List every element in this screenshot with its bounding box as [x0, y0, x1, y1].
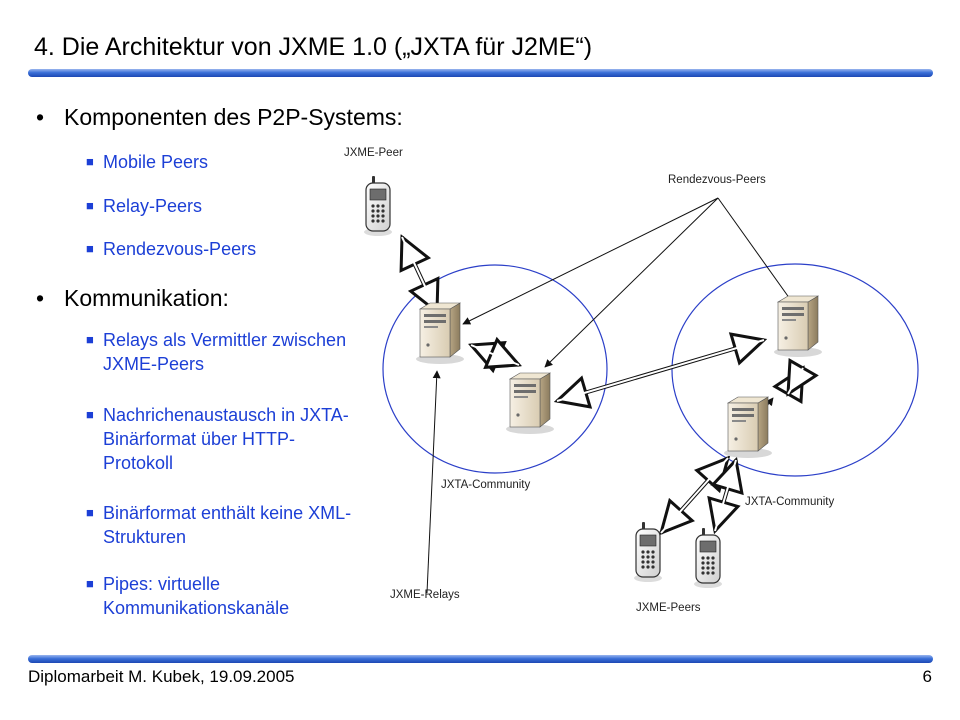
label-jxme-peer: JXME-Peer: [344, 147, 403, 159]
bullet-dot-icon: •: [36, 104, 45, 130]
label-community-left: JXTA-Community: [441, 479, 530, 491]
square-bullet-icon: ■: [86, 198, 94, 213]
square-bullet-icon: ■: [86, 576, 94, 591]
rendezvous-server-icon: [723, 396, 773, 459]
label-community-right: JXTA-Community: [745, 496, 834, 508]
square-bullet-icon: ■: [86, 154, 94, 169]
rendezvous-server-icon: [773, 295, 823, 358]
footer-author-date: Diplomarbeit M. Kubek, 19.09.2005: [28, 667, 295, 686]
label-rendezvous-peers: Rendezvous-Peers: [668, 174, 766, 186]
page-number: 6: [922, 667, 932, 686]
title-divider: [28, 69, 933, 77]
connection-arrows: [402, 237, 803, 533]
square-bullet-icon: ■: [86, 241, 94, 256]
relay-server-icon: [415, 302, 465, 365]
label-jxme-peers: JXME-Peers: [636, 602, 701, 614]
relay-server-icon: [505, 372, 555, 435]
leader-arrows: [426, 197, 796, 594]
square-bullet-icon: ■: [86, 505, 94, 520]
label-jxme-relays: JXME-Relays: [390, 589, 460, 601]
bullet-dot-icon: •: [36, 285, 45, 311]
square-bullet-icon: ■: [86, 332, 94, 347]
community-circle-left: [382, 264, 608, 474]
square-bullet-icon: ■: [86, 407, 94, 422]
jxme-peer-phone-icon: [363, 175, 393, 237]
slide-title: 4. Die Architektur von JXME 1.0 („JXTA f…: [34, 33, 593, 61]
jxme-peers-phone-icon: [633, 521, 663, 583]
footer-divider: [28, 655, 933, 663]
jxme-peers-phone-icon: [693, 527, 723, 589]
